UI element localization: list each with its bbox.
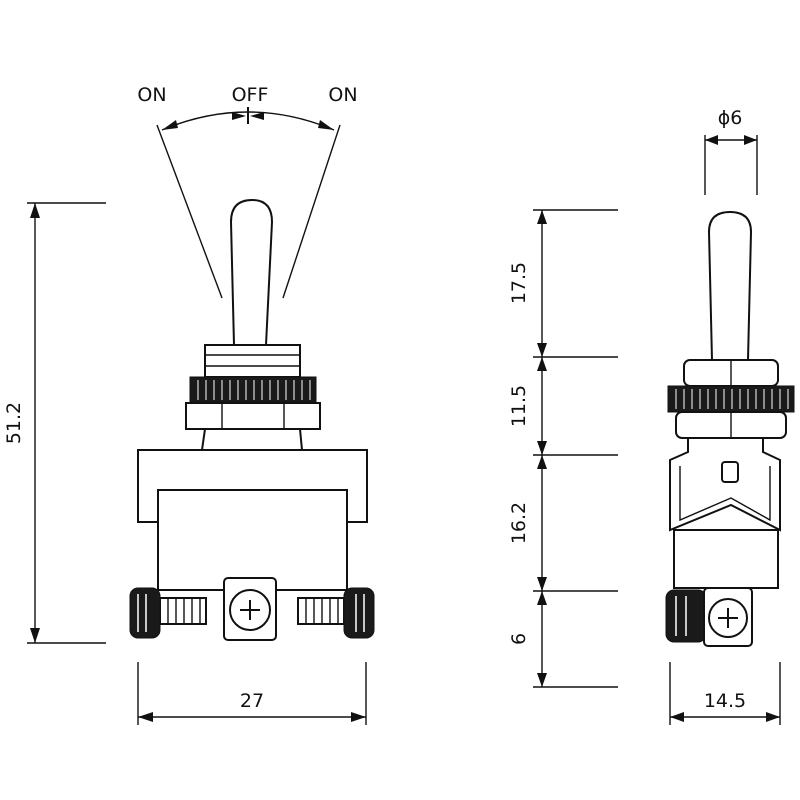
side-width-dimension: [669, 662, 781, 725]
label-segment-11-5: 11.5: [508, 385, 530, 427]
front-view: [27, 107, 375, 725]
side-bracket: [669, 438, 781, 532]
knurl-lines: [197, 380, 311, 400]
arc-arrow-left: [162, 120, 178, 130]
label-on-right: ON: [328, 84, 357, 106]
height-dimension: [27, 202, 106, 644]
arc-arrow-center-r: [250, 112, 264, 120]
knurled-nut: [189, 376, 317, 404]
terminal-left: [129, 587, 207, 639]
arc-arrow-right: [318, 120, 334, 130]
label-off: OFF: [232, 84, 269, 106]
side-bracket-inner: [679, 466, 771, 522]
label-segment-6: 6: [508, 633, 530, 645]
terminal-right: [297, 587, 375, 639]
label-side-width-14-5: 14.5: [704, 690, 746, 712]
terminal-center: [223, 577, 277, 641]
side-body: [673, 529, 779, 589]
width-dimension: [137, 662, 367, 725]
side-lever: [707, 210, 753, 361]
label-width-27: 27: [240, 690, 264, 712]
side-terminal: [665, 587, 753, 647]
side-view: [533, 135, 795, 725]
lever: [229, 198, 274, 346]
chain-dimension: [533, 209, 618, 688]
label-segment-17-5: 17.5: [508, 262, 530, 304]
diameter-dimension: [704, 135, 758, 195]
phillips-screw-icon: [240, 600, 260, 620]
label-height-51-2: 51.2: [3, 402, 25, 444]
side-phillips-screw-icon: [718, 608, 738, 628]
label-diameter-6: ϕ6: [718, 107, 743, 129]
arc-arrow-center-l: [232, 112, 246, 120]
label-segment-16-2: 16.2: [508, 502, 530, 544]
side-knurl-lines: [675, 389, 789, 409]
label-on-left: ON: [137, 84, 166, 106]
throw-line-right: [282, 124, 341, 299]
side-bracket-tab: [721, 461, 739, 483]
switch-body-bottom: [157, 489, 348, 591]
bushing-top: [204, 344, 301, 378]
side-knurled-nut: [667, 385, 795, 413]
hex-nut: [185, 402, 321, 430]
bushing-neck: [200, 428, 304, 451]
throw-line-left: [156, 124, 223, 299]
